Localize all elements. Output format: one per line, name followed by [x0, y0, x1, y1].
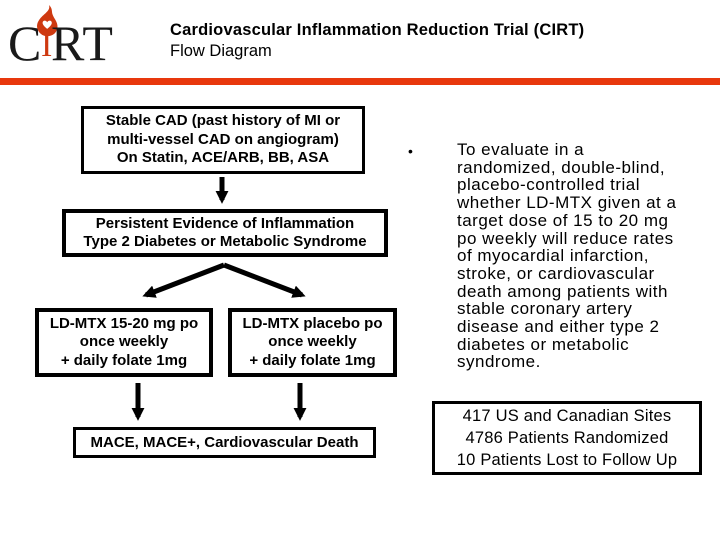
arrow-split-right	[223, 262, 306, 298]
header-divider-line	[0, 78, 720, 85]
page-subtitle: Flow Diagram	[170, 42, 272, 60]
bullet-marker: •	[408, 143, 413, 159]
enrollment-stats-box: 417 US and Canadian Sites 4786 Patients …	[432, 401, 702, 475]
box-stable-cad: Stable CAD (past history of MI or multi-…	[81, 106, 365, 174]
cirt-logo: C I RT	[8, 2, 133, 74]
box-persistent-inflammation: Persistent Evidence of Inflammation Type…	[62, 209, 388, 257]
arrow-split-left	[142, 262, 225, 298]
logo-letter-i: I	[41, 27, 53, 64]
title-block: Cardiovascular Inflammation Reduction Tr…	[170, 20, 710, 62]
flame-icon	[37, 5, 58, 37]
objective-text: To evaluate in a randomized, double-blin…	[457, 140, 677, 372]
logo-letter-c: C	[8, 15, 42, 71]
logo-letters-rt: RT	[51, 15, 114, 71]
box-ldmtx-placebo: LD-MTX placebo po once weekly + daily fo…	[228, 308, 397, 377]
box-ldmtx-active: LD-MTX 15-20 mg po once weekly + daily f…	[35, 308, 213, 377]
box-outcomes: MACE, MACE+, Cardiovascular Death	[73, 427, 376, 458]
page-title: Cardiovascular Inflammation Reduction Tr…	[170, 21, 585, 39]
